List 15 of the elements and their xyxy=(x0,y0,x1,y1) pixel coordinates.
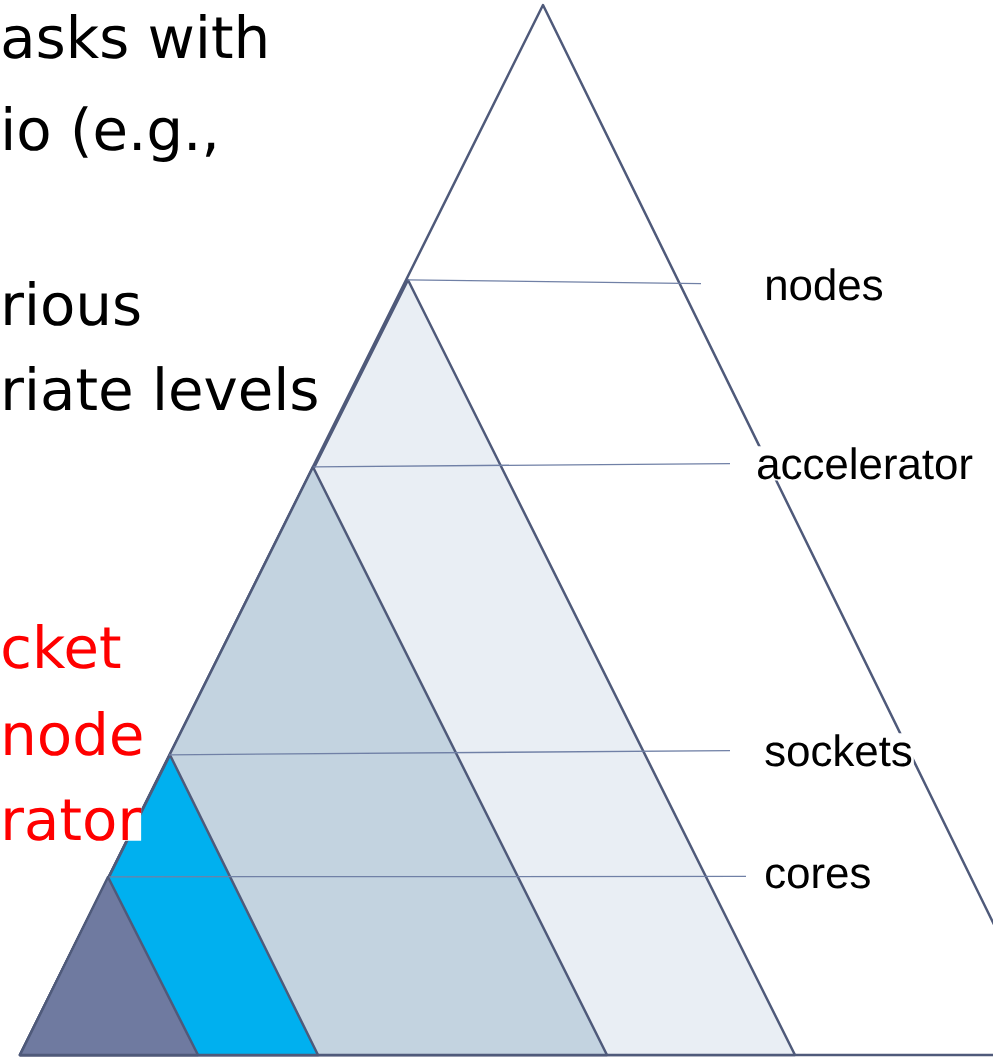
text-line: cket xyxy=(0,624,122,669)
leader-line xyxy=(108,875,747,878)
level-label: accelerator xyxy=(755,446,975,481)
triangle xyxy=(18,875,200,1057)
leader-line xyxy=(312,462,731,468)
text-line: asks with xyxy=(0,14,271,59)
text-line: rious xyxy=(0,281,143,326)
level-label: nodes xyxy=(763,267,885,302)
text-line: node xyxy=(0,711,145,756)
text-line: riate levels xyxy=(0,366,320,411)
text-line: io (e.g., xyxy=(0,106,220,163)
leader-line xyxy=(168,749,731,756)
level-label: cores xyxy=(763,863,873,890)
leader-line xyxy=(406,279,702,285)
level-label: sockets xyxy=(763,733,914,768)
